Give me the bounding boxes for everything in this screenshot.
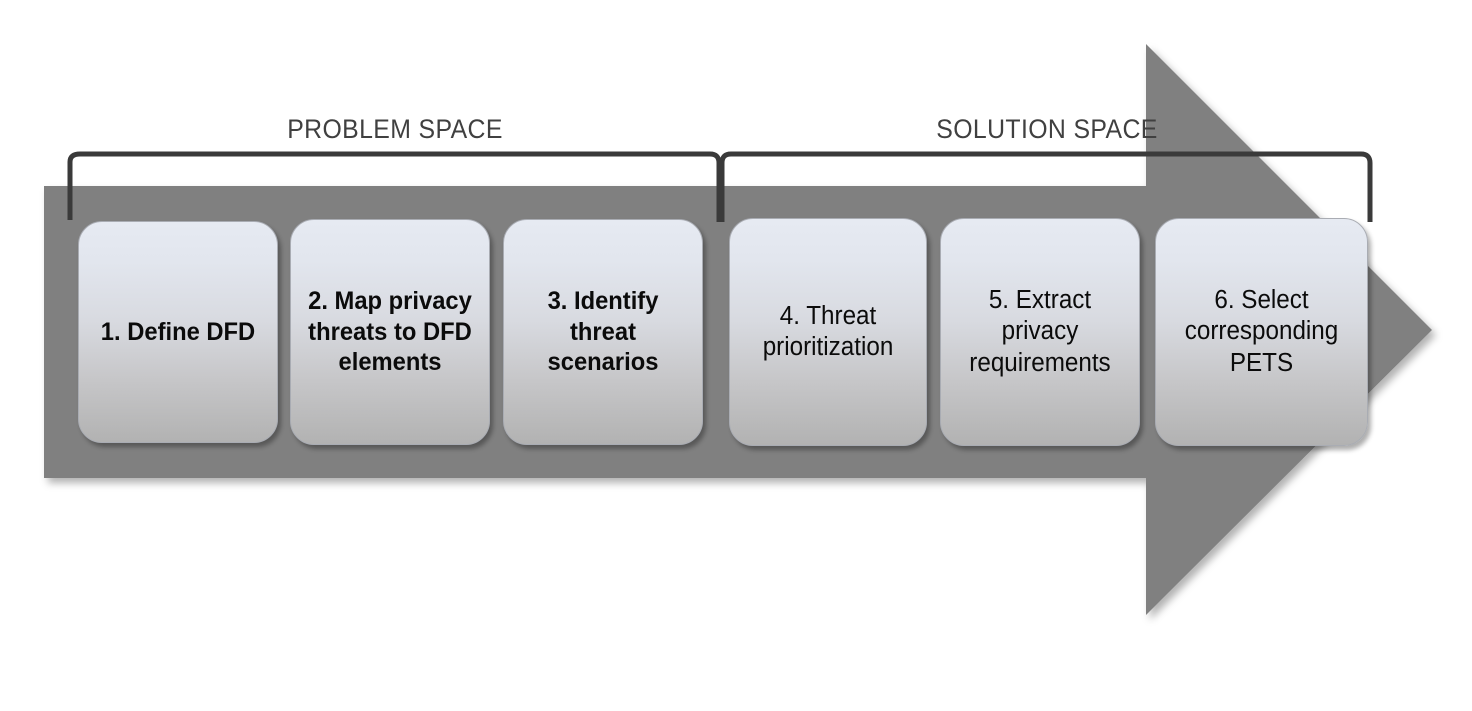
bracket-label-solution-space: SOLUTION SPACE bbox=[936, 114, 1158, 144]
bracket-solution-space bbox=[719, 151, 1373, 222]
step-box-3-identify-threat-scenarios[interactable]: 3. Identify threat scenarios bbox=[503, 219, 703, 445]
bracket-label-problem-space: PROBLEM SPACE bbox=[287, 114, 503, 144]
bracket-problem-space bbox=[67, 151, 722, 222]
step-box-3-label: 3. Identify threat scenarios bbox=[547, 287, 659, 377]
step-box-5-extract-privacy-requirements[interactable]: 5. Extract privacy requirements bbox=[940, 218, 1140, 446]
step-box-6-label: 6. Select corresponding PETS bbox=[1184, 286, 1339, 377]
step-box-4-label: 4. Threat prioritization bbox=[762, 301, 894, 361]
step-box-2-map-privacy-threats[interactable]: 2. Map privacy threats to DFD elements bbox=[290, 219, 490, 445]
step-box-4-threat-prioritization[interactable]: 4. Threat prioritization bbox=[729, 218, 927, 446]
step-box-1-define-dfd[interactable]: 1. Define DFD bbox=[78, 221, 278, 443]
step-box-1-label: 1. Define DFD bbox=[100, 317, 256, 346]
step-box-6-select-corresponding-pets[interactable]: 6. Select corresponding PETS bbox=[1155, 218, 1368, 446]
step-box-5-label: 5. Extract privacy requirements bbox=[969, 286, 1111, 377]
step-box-2-label: 2. Map privacy threats to DFD elements bbox=[308, 287, 472, 377]
